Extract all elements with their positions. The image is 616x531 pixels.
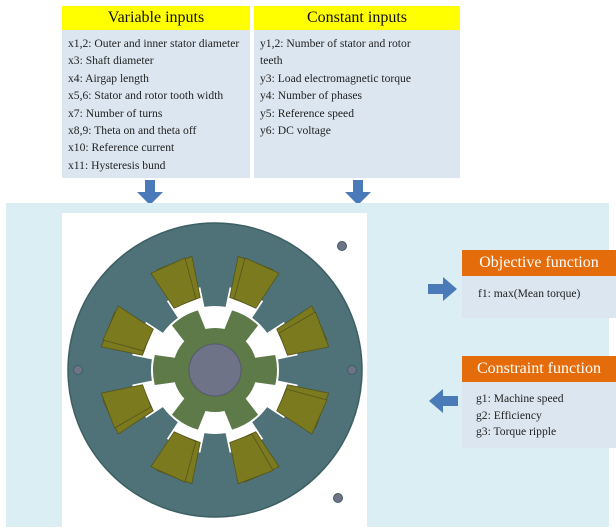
srm-motor-cross-section [67, 222, 363, 518]
winding-coil [229, 433, 274, 485]
list-item: x11: Hysteresis bund [68, 158, 166, 172]
list-item: x4: Airgap length [68, 71, 149, 85]
list-item: teeth [260, 54, 283, 68]
list-item: y3: Load electromagnetic torque [260, 71, 411, 85]
objective-function-box: Objective function f1: max(Mean torque) [462, 250, 616, 318]
constraint-function-box: Constraint function g1: Machine speed g2… [462, 356, 616, 448]
list-item: g1: Machine speed [476, 392, 564, 405]
objective-function-list: f1: max(Mean torque) [462, 276, 616, 302]
constant-inputs-list: y1,2: Number of stator and rotor teeth y… [254, 30, 460, 139]
shaft [188, 343, 242, 397]
list-item: y5: Reference speed [260, 106, 354, 120]
mounting-hole [333, 493, 343, 503]
list-item: g3: Torque ripple [476, 425, 557, 438]
mounting-holes [73, 241, 357, 503]
stator-tooth [122, 277, 178, 333]
objective-function-title: Objective function [462, 250, 616, 276]
list-item: x7: Number of turns [68, 106, 163, 120]
right-arrow-icon [428, 277, 457, 301]
list-item: x5,6: Stator and rotor tooth width [68, 89, 224, 103]
rotor-tooth [171, 398, 206, 430]
mounting-hole [337, 241, 347, 251]
winding-coil [102, 305, 154, 352]
list-item: y6: DC voltage [260, 124, 331, 138]
list-item: x1,2: Outer and inner stator diameter [68, 37, 240, 50]
stator-tooth [104, 349, 152, 391]
rotor-tooth [224, 398, 259, 430]
constraint-function-list: g1: Machine speed g2: Efficiency g3: Tor… [462, 382, 616, 441]
winding-coil [233, 257, 280, 309]
down-arrow-icon [345, 180, 371, 205]
stator-windings [100, 255, 330, 485]
list-item: f1: max(Mean torque) [478, 287, 581, 300]
list-item: g2: Efficiency [476, 408, 542, 422]
rotor-tooth [171, 310, 206, 342]
stator-tooth [252, 277, 308, 333]
stator-tooth [194, 259, 236, 307]
winding-coil [278, 311, 330, 356]
list-item: x8,9: Theta on and theta off [68, 124, 197, 138]
list-item: y4: Number of phases [260, 89, 363, 103]
left-arrow-icon [429, 389, 458, 413]
winding-coil [100, 384, 152, 429]
variable-inputs-box: Variable inputs x1,2: Outer and inner st… [62, 6, 250, 178]
constant-inputs-title: Constant inputs [254, 6, 460, 30]
rotor-tooth [255, 355, 277, 385]
winding-coil [150, 431, 197, 483]
constraint-function-title: Constraint function [462, 356, 616, 382]
stator-tooth [252, 407, 308, 463]
mounting-hole [73, 365, 83, 375]
rotor-tooth [224, 310, 259, 342]
list-item: x3: Shaft diameter [68, 54, 154, 68]
rotor-tooth [153, 355, 175, 385]
stator-tooth [122, 407, 178, 463]
list-item: y1,2: Number of stator and rotor [260, 37, 411, 50]
winding-coil [150, 257, 197, 309]
variable-inputs-title: Variable inputs [62, 6, 250, 30]
constant-inputs-box: Constant inputs y1,2: Number of stator a… [254, 6, 460, 178]
winding-coil [276, 388, 328, 435]
down-arrow-icon [137, 180, 163, 205]
stator-tooth [194, 433, 236, 481]
stator-tooth [278, 349, 326, 391]
mounting-hole [347, 365, 357, 375]
list-item: x10: Reference current [68, 141, 175, 155]
variable-inputs-list: x1,2: Outer and inner stator diameter x3… [62, 30, 250, 174]
